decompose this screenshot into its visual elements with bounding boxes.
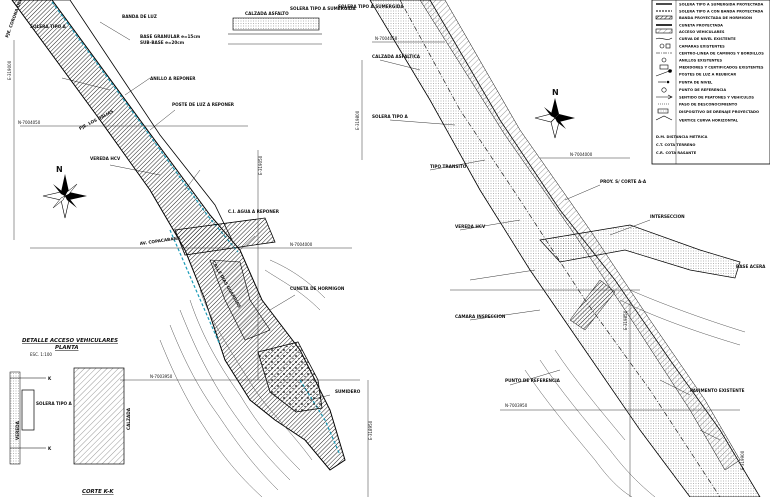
legend-abbrev: D.M. DISTANCIA METRICA — [656, 135, 708, 139]
north-label: N — [552, 88, 559, 97]
detail-note: CALZADA — [126, 407, 131, 430]
legend-abbrev: C.R. COTA RASANTE — [656, 151, 697, 155]
cut-label: CORTE K-K — [82, 489, 114, 495]
legend-items: SOLERA TIPO A SUMERGIDA PROYECTADA SOLER… — [656, 3, 764, 156]
detail-subtitle: PLANTA — [55, 345, 79, 351]
legend-item: POSTES DE LUZ A REUBICAR — [679, 73, 736, 77]
legend-item: ANILLOS EXISTENTES — [679, 59, 722, 63]
grid-label: E-319050 — [258, 155, 263, 175]
contour-lines-right — [524, 289, 746, 497]
road-band-left-inner — [40, 0, 233, 241]
grid-lines-right — [361, 41, 740, 497]
annotation: CALZADA ASFALTO — [245, 11, 289, 16]
gravel-area — [257, 341, 323, 413]
north-arrow-right: N — [534, 88, 575, 139]
legend-item: PASO DE DESCONOCIMIENTO — [679, 103, 737, 107]
grid-label: E-318950 — [368, 420, 373, 440]
section-marker: K — [48, 376, 52, 381]
annotation: TIPO TRANSITO — [430, 164, 467, 169]
right-plan-labels: N-7004050 N-7004000 N-7003950 E-319800 E… — [338, 4, 766, 470]
contour-lines-left — [159, 259, 326, 497]
annotation: BANDA DE LUZ — [122, 14, 157, 19]
grid-lines-left — [13, 40, 369, 497]
legend-item: SENTIDO DE PEATONES Y VEHICULOS — [679, 96, 754, 100]
legend-item: SOLERA TIPO A SUMERGIDA PROYECTADA — [679, 3, 764, 7]
legend-item: CURVA DE NIVEL EXISTENTE — [679, 37, 736, 41]
grid-label: E-319800 — [355, 110, 360, 130]
grid-label: N-7004000 — [570, 152, 593, 157]
legend: SOLERA TIPO A SUMERGIDA PROYECTADA SOLER… — [651, 0, 770, 165]
annotation: CUNETA DE HORMIGON — [290, 286, 345, 291]
annotation: C.I. AGUA A REPONER — [228, 209, 280, 214]
street-label: AV. COPACABANA — [139, 235, 181, 246]
legend-item: CUNETA PROYECTADA — [679, 24, 723, 28]
north-arrow-left: N — [42, 165, 87, 219]
annotation: SOLERA TIPO A SUMERGIDA — [338, 4, 404, 9]
annotation: POSTE DE LUZ A REPONER — [172, 102, 235, 107]
legend-item: CENTRO-LINEA DE CAMINOS Y BORDILLOS — [679, 52, 764, 56]
branch-street-left — [174, 217, 276, 256]
section-marker: K — [48, 446, 52, 451]
legend-item: PUNTA DE NIVEL — [679, 81, 713, 85]
annotation: INTERSECCION — [650, 214, 685, 219]
annotation: PAVIMENTO EXISTENTE — [690, 388, 745, 393]
annotation: VEREDA HCV — [90, 156, 121, 161]
legend-item: CAMARAS EXISTENTES — [679, 45, 725, 49]
leaders-right — [379, 59, 721, 441]
detail-scale: ESC. 1:100 — [30, 352, 52, 357]
cross-street-right — [539, 224, 741, 279]
legend-abbrev: C.T. COTA TERRENO — [656, 143, 695, 147]
annotation: VEREDA HCV — [455, 224, 486, 229]
north-label: N — [56, 165, 63, 174]
annotation: CALZADA ASFALTICA — [372, 54, 421, 59]
curb-line-left — [51, 1, 239, 253]
grid-label: E-319900 — [740, 450, 745, 470]
annotation: PROY. S/ CORTE A-A — [600, 179, 647, 184]
annotation: SOLERA TIPO A — [372, 114, 409, 119]
legend-item: BANDA PROYECTADA DE HORMIGON — [679, 16, 752, 20]
legend-item: DISPOSITIVO DE DRENAJE PROYECTADO — [679, 110, 759, 114]
legend-item: ACCESO VEHICULARES — [679, 30, 725, 34]
legend-item: SOLERA TIPO A CON BANDA PROYECTADA — [679, 10, 763, 14]
annotation: CAMARA INSPECCION — [455, 314, 506, 319]
grid-label: E-319850 — [623, 310, 628, 330]
detail-note: VEREDA — [15, 420, 20, 440]
legend-item: VERTICE CURVA HORIZONTAL — [679, 119, 739, 123]
legend-item: PUNTO DE REFERENCIA — [679, 88, 726, 92]
road-section-top — [228, 17, 322, 45]
annotation: SUMIDERO — [335, 389, 361, 394]
leaders-left — [61, 21, 331, 401]
grid-label: E-319000 — [7, 60, 12, 80]
right-plan — [361, 0, 761, 497]
grid-label: N-7004000 — [290, 242, 313, 247]
grid-label: N-7004050 — [18, 120, 41, 125]
detail-note: SOLERA TIPO A — [36, 401, 73, 406]
cross-street-right-2 — [569, 279, 616, 331]
annotation: BASE ACERA — [736, 264, 766, 269]
legend-item: MEDIDORES Y CERTIFICADOS EXISTENTES — [679, 66, 764, 70]
grid-label: N-7003950 — [150, 374, 173, 379]
annotation: BASE GRANULAR e=15cm — [140, 34, 201, 39]
annotation: PUNTO DE REFERENCIA — [505, 378, 561, 383]
annotation: SOLERA TIPO A — [30, 24, 67, 29]
grid-label: N-7003950 — [505, 403, 528, 408]
park-area — [209, 259, 271, 341]
left-plan — [11, 0, 369, 497]
annotation: SUB-BASE e=20cm — [140, 40, 185, 45]
vehicle-access-detail: DETALLE ACCESO VEHICULARES PLANTA ESC. 1… — [9, 338, 131, 495]
detail-title: DETALLE ACCESO VEHICULARES — [22, 338, 118, 344]
curb-line-left-2 — [169, 229, 221, 346]
annotation: SOLERA TIPO A SUMERGIDA — [290, 6, 356, 11]
legend-symbols — [655, 3, 673, 121]
grid-label: N-7004050 — [375, 36, 398, 41]
annotation: ANILLO A REPONER — [150, 76, 196, 81]
